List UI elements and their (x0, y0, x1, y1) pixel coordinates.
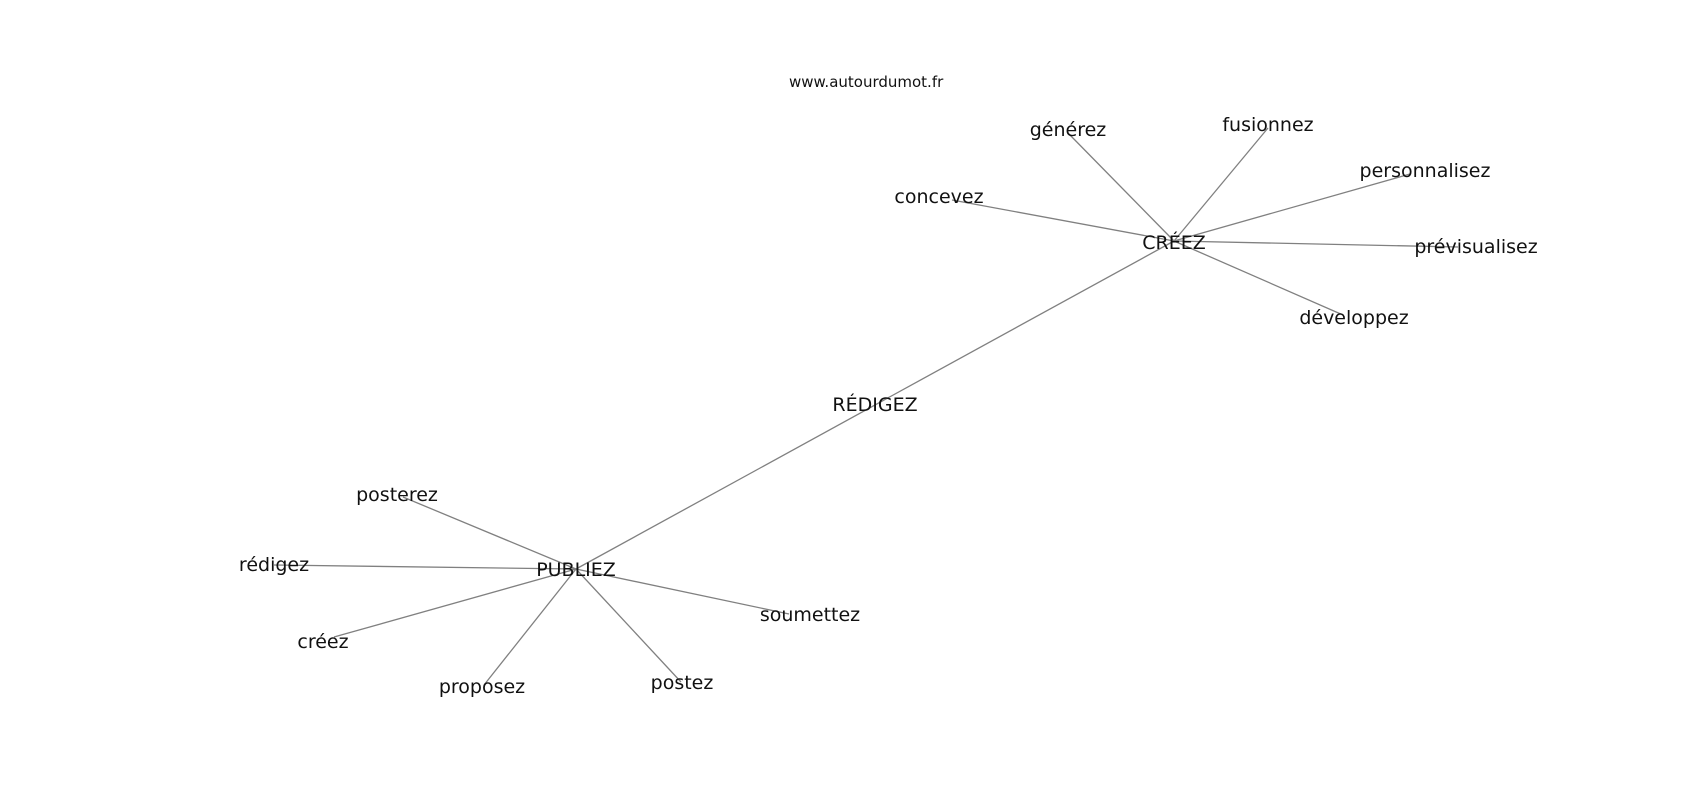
edge-creez-generez (1067, 132, 1175, 242)
node-label-creez[interactable]: CRÉEZ (1142, 231, 1206, 254)
edge-creez-developpez (1173, 240, 1344, 316)
site-watermark: www.autourdumot.fr (789, 73, 944, 91)
node-label-previsualisez[interactable]: prévisualisez (1414, 236, 1537, 258)
edge-publiez-postez (575, 568, 682, 683)
edge-creez-fusionnez (1173, 127, 1269, 242)
node-label-creez[interactable]: créez (297, 631, 348, 653)
edge-publiez-creez (333, 568, 577, 638)
edge-creez-previsualisez (1173, 240, 1459, 248)
edge-publiez-posterez (402, 496, 577, 570)
edge-creez-concevez (951, 199, 1175, 242)
node-label-personnalisez[interactable]: personnalisez (1360, 160, 1491, 182)
edge-publiez-soumettez (575, 568, 790, 615)
edge-publiez-redigez (273, 564, 577, 570)
node-label-generez[interactable]: générez (1030, 119, 1107, 141)
node-label-posterez[interactable]: posterez (356, 484, 438, 506)
edge-publiez-proposez (483, 568, 577, 686)
node-label-postez[interactable]: postez (651, 672, 714, 694)
node-label-redigez[interactable]: rédigez (239, 554, 309, 576)
edge-creez-personnalisez (1173, 173, 1411, 242)
edges-layer (273, 127, 1459, 686)
node-label-fusionnez[interactable]: fusionnez (1222, 114, 1313, 136)
edge-creez-publiez (575, 240, 1175, 570)
node-label-soumettez[interactable]: soumettez (760, 604, 860, 626)
node-label-developpez[interactable]: développez (1299, 307, 1408, 329)
labels-layer: RÉDIGEZ CRÉEZ PUBLIEZ générez fusionnez perso… (239, 114, 1538, 698)
node-label-redigez[interactable]: RÉDIGEZ (832, 393, 917, 416)
node-label-concevez[interactable]: concevez (894, 186, 983, 208)
node-label-proposez[interactable]: proposez (439, 676, 525, 698)
node-label-publiez[interactable]: PUBLIEZ (536, 559, 616, 581)
